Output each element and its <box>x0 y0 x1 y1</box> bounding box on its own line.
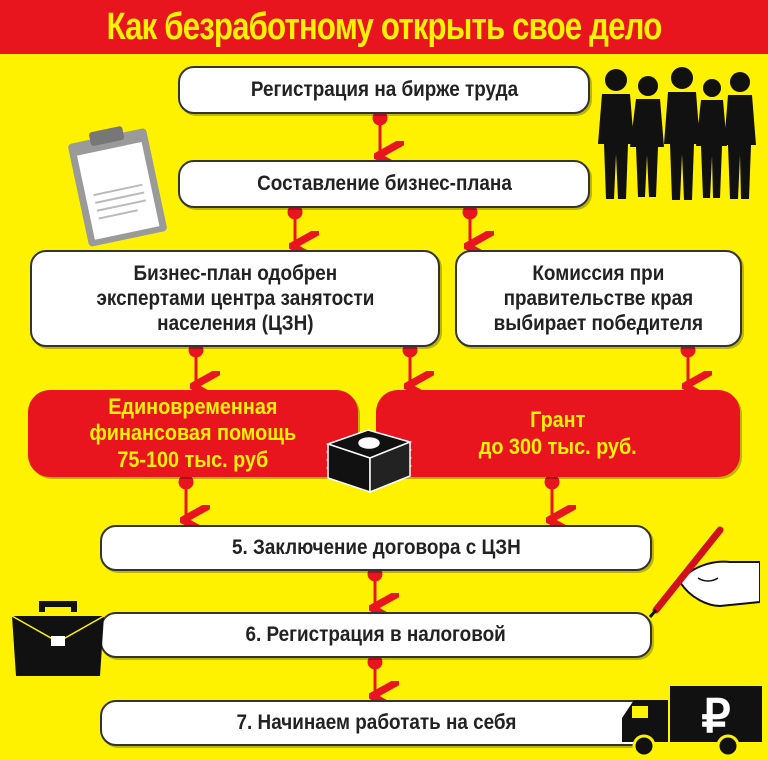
step-label-line: Бизнес-план одобрен <box>133 261 337 285</box>
step-tax-registration: 6. Регистрация в налоговой <box>100 612 652 658</box>
step-label-line: населения (ЦЗН) <box>156 312 314 336</box>
ruble-sign: ₽ <box>701 690 730 742</box>
step-label: Регистрация на бирже труда <box>250 78 518 102</box>
arrow-2-4 <box>462 204 476 246</box>
arrow-4-6 <box>680 342 694 386</box>
step-label-line: правительстве края <box>503 286 694 310</box>
step-label-line: Грант <box>530 407 586 433</box>
truck-ruble-icon: ₽ <box>622 686 762 758</box>
step-label: 5. Заключение договора с ЦЗН <box>231 536 521 560</box>
clipboard-icon <box>68 126 167 247</box>
page-title: Как безработному открыть свое дело <box>106 6 663 48</box>
hand-pen-icon <box>648 526 760 618</box>
step-label-line: финансовая помощь <box>89 420 297 446</box>
arrow-6-7 <box>544 474 558 520</box>
title-banner <box>0 0 768 54</box>
arrow-1-2 <box>372 110 386 156</box>
step-label-line: экспертами центра занятости <box>96 286 374 310</box>
step-label-line: до 300 тыс. руб. <box>479 433 637 459</box>
arrow-5-7 <box>178 474 192 520</box>
step-labor-exchange: Регистрация на бирже труда <box>178 66 590 114</box>
step-label: Составление бизнес-плана <box>256 172 512 196</box>
money-stack-icon <box>325 429 413 494</box>
arrow-3-5 <box>188 342 202 386</box>
arrow-3-6 <box>402 342 416 386</box>
briefcase-icon <box>11 601 105 676</box>
step-label-line: выбирает победителя <box>493 312 704 336</box>
step-label: 6. Регистрация в налоговой <box>245 623 507 647</box>
step-contract: 5. Заключение договора с ЦЗН <box>100 525 652 571</box>
step-business-plan: Составление бизнес-плана <box>178 160 590 208</box>
step-label-line: Единовременная <box>108 393 278 419</box>
step-label: 7. Начинаем работать на себя <box>236 711 516 735</box>
step-start-work: 7. Начинаем работать на себя <box>100 700 652 746</box>
arrow-8-9 <box>367 654 381 696</box>
people-silhouettes-icon <box>598 67 756 200</box>
step-label-line: Комиссия при <box>532 261 665 285</box>
arrow-2-3 <box>287 204 301 246</box>
step-label-line: 75-100 тыс. руб <box>117 446 269 472</box>
arrow-7-8 <box>367 566 381 608</box>
